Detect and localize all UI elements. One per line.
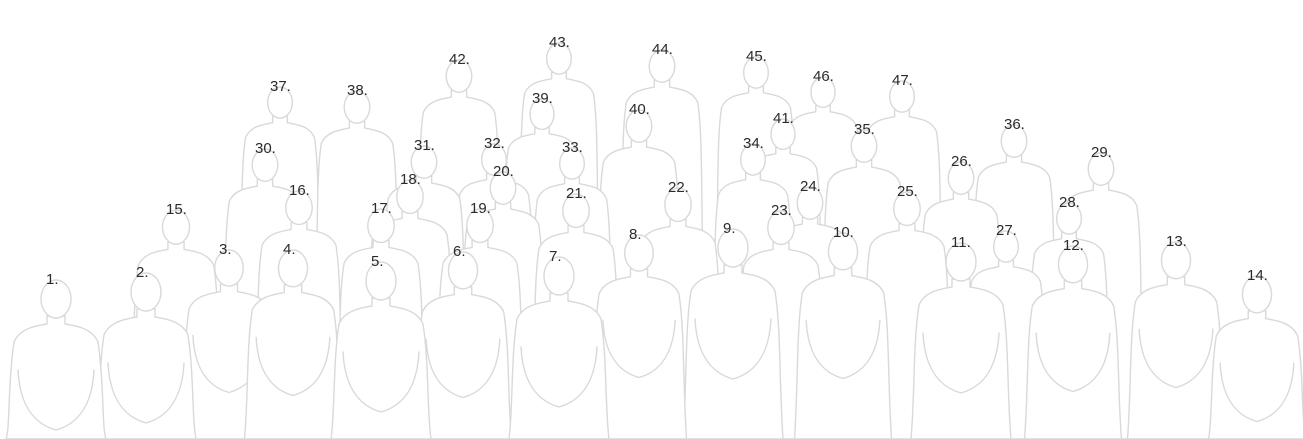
person-label-42: 42.	[449, 52, 470, 67]
person-label-38: 38.	[347, 83, 368, 98]
person-label-12: 12.	[1063, 238, 1084, 253]
person-label-41: 41.	[773, 111, 794, 126]
person-label-25: 25.	[897, 184, 918, 199]
person-body-9	[683, 265, 783, 439]
person-label-35: 35.	[854, 122, 875, 137]
person-label-19: 19.	[470, 201, 491, 216]
person-silhouette-13	[1128, 242, 1225, 439]
person-label-29: 29.	[1091, 145, 1112, 160]
person-body-10	[795, 268, 892, 439]
person-body-12	[1025, 281, 1122, 439]
person-label-22: 22.	[668, 180, 689, 195]
person-label-5: 5.	[371, 254, 384, 269]
person-body-2	[96, 309, 196, 439]
person-label-2: 2.	[136, 265, 149, 280]
person-label-28: 28.	[1059, 195, 1080, 210]
person-label-21: 21.	[566, 186, 587, 201]
person-label-47: 47.	[892, 73, 913, 88]
person-label-15: 15.	[166, 202, 187, 217]
person-label-16: 16.	[289, 183, 310, 198]
person-label-18: 18.	[400, 172, 421, 187]
person-label-46: 46.	[813, 69, 834, 84]
person-label-26: 26.	[951, 154, 972, 169]
person-label-9: 9.	[723, 221, 736, 236]
person-label-30: 30.	[255, 141, 276, 156]
person-body-13	[1128, 277, 1225, 439]
person-label-11: 11.	[951, 235, 971, 250]
person-label-36: 36.	[1004, 117, 1025, 132]
person-label-17: 17.	[371, 201, 392, 216]
person-label-39: 39.	[532, 91, 553, 106]
person-label-3: 3.	[219, 242, 232, 257]
person-label-6: 6.	[453, 244, 466, 259]
person-label-44: 44.	[652, 42, 673, 57]
person-body-5	[331, 298, 431, 439]
person-label-8: 8.	[629, 227, 642, 242]
person-label-40: 40.	[629, 102, 650, 117]
person-label-20: 20.	[493, 164, 514, 179]
person-label-24: 24.	[800, 179, 821, 194]
person-label-27: 27.	[996, 223, 1017, 238]
person-body-4	[245, 285, 342, 439]
person-silhouette-1	[6, 280, 106, 439]
person-label-23: 23.	[771, 203, 792, 218]
person-label-45: 45.	[746, 49, 767, 64]
person-label-34: 34.	[743, 136, 764, 151]
person-body-11	[911, 279, 1011, 439]
person-label-33: 33.	[562, 140, 583, 155]
person-label-7: 7.	[549, 249, 562, 264]
person-silhouette-14	[1209, 276, 1303, 439]
person-label-13: 13.	[1166, 234, 1187, 249]
person-body-1	[6, 316, 106, 439]
person-label-4: 4.	[283, 242, 296, 257]
person-label-1: 1.	[46, 272, 59, 287]
person-label-32: 32.	[484, 136, 505, 151]
person-label-43: 43.	[549, 35, 570, 50]
person-label-37: 37.	[270, 79, 291, 94]
person-label-31: 31.	[414, 138, 435, 153]
person-label-10: 10.	[833, 225, 854, 240]
person-body-14	[1209, 311, 1303, 439]
person-label-14: 14.	[1247, 268, 1268, 283]
